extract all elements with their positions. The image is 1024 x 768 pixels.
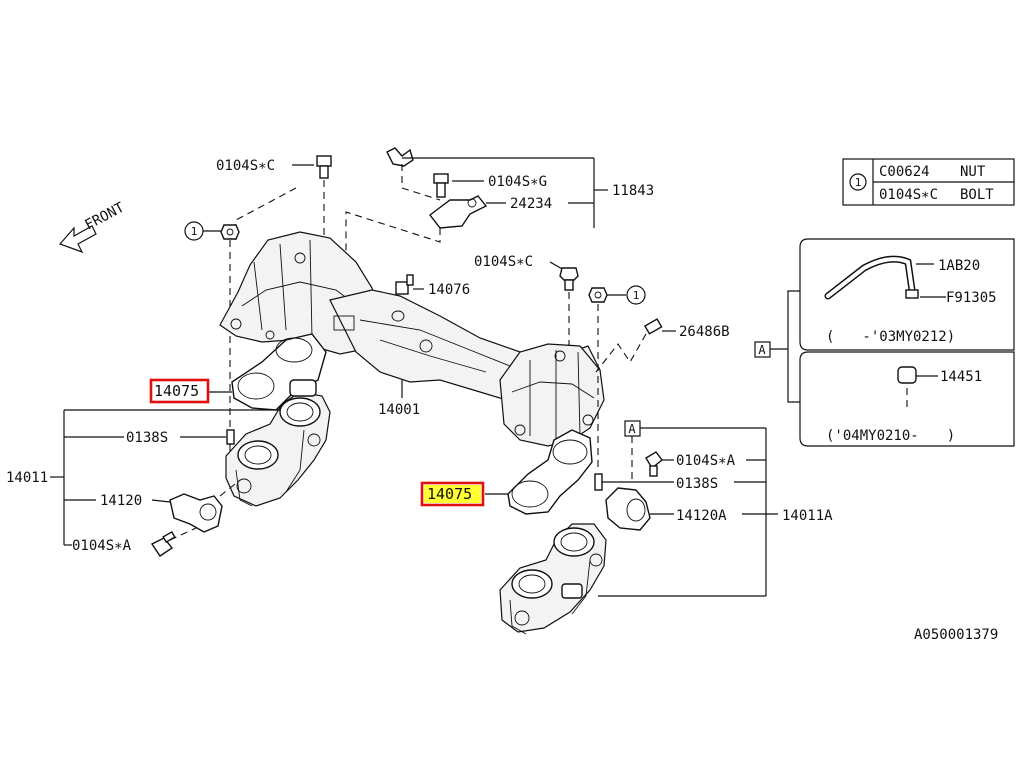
stud-right-icon [594, 473, 603, 491]
label-sensor-24234: 24234 [510, 196, 552, 212]
diagram-id: A050001379 [914, 627, 998, 643]
bolt-mid-icon [559, 267, 579, 291]
label-range-lower: ('04MY0210- ) [826, 428, 955, 444]
selection-box-left [149, 378, 210, 404]
cap-icon [897, 366, 917, 384]
bolt-g-icon [433, 173, 449, 198]
label-stud-right: 0138S [676, 476, 718, 492]
nut-right-icon [588, 287, 608, 303]
legend-row-1-name: NUT [960, 164, 986, 180]
gasket-left [231, 333, 327, 411]
label-tb-assy-right: 14011A [782, 508, 833, 524]
label-bolt-mid: 0104S∗C [474, 254, 533, 270]
highlight-gasket-right [424, 485, 481, 503]
nut-left-icon [220, 224, 240, 240]
valve-14120a-icon [605, 487, 651, 531]
legend-row-2-name: BOLT [960, 187, 994, 203]
legend-table: 1 C00624 NUT 0104S∗C BOLT [842, 158, 1015, 206]
variant-box-lower [799, 351, 1015, 447]
intake-manifold [219, 231, 605, 447]
ref-a-callout: A [628, 422, 636, 436]
label-hose-26486b: 26486B [679, 324, 730, 340]
circle-ref-right: 1 [633, 289, 640, 302]
bracket-clip-icon [386, 147, 414, 167]
label-bolt-top: 0104S∗C [216, 158, 275, 174]
legend-row-1-code: C00624 [879, 164, 930, 180]
sensor-14076-icon [395, 274, 414, 295]
label-gasket-left: 14075 [154, 382, 199, 400]
gasket-right [507, 429, 593, 515]
sensor-24234-icon [429, 195, 488, 229]
label-bolt-a-right: 0104S∗A [676, 453, 736, 469]
label-pipe-1ab20: 1AB20 [938, 258, 980, 274]
label-valve-right: 14120A [676, 508, 727, 524]
label-manifold-14001: 14001 [378, 402, 420, 418]
label-range-upper: ( -'03MY0212) [826, 329, 955, 345]
variant-box-upper [799, 238, 1015, 351]
legend-circle-icon [849, 173, 867, 191]
label-tb-assy-left: 14011 [6, 470, 48, 486]
bolt-top-icon [316, 155, 332, 179]
ref-a-box: A [758, 343, 766, 357]
selection-box-right [420, 481, 485, 507]
label-bracket-11843: 11843 [612, 183, 654, 199]
label-clip-f91305: F91305 [946, 290, 997, 306]
bolt-a-left-icon [150, 530, 176, 557]
label-bolt-g: 0104S∗G [488, 174, 547, 190]
label-cap-14451: 14451 [940, 369, 982, 385]
legend-row-2-code: 0104S∗C [879, 187, 938, 203]
legend-symbol: 1 [855, 176, 862, 189]
valve-14120-icon [169, 493, 223, 533]
label-sensor-14076: 14076 [428, 282, 470, 298]
label-gasket-right: 14075 [427, 485, 472, 503]
hose-26486b-icon [643, 318, 663, 335]
circle-ref-left: 1 [191, 225, 198, 238]
front-label: FRONT [82, 199, 127, 233]
bolt-a-right-icon [645, 451, 663, 477]
stud-left-icon [226, 429, 235, 445]
label-bolt-a-left: 0104S∗A [72, 538, 132, 554]
circle-ref-right-icon [626, 285, 646, 305]
front-arrow-icon [58, 225, 97, 254]
throttle-body-right [499, 523, 607, 635]
clip-icon [905, 289, 919, 299]
throttle-body-left [225, 379, 331, 507]
label-valve-left: 14120 [100, 493, 142, 509]
label-stud-left: 0138S [126, 430, 168, 446]
